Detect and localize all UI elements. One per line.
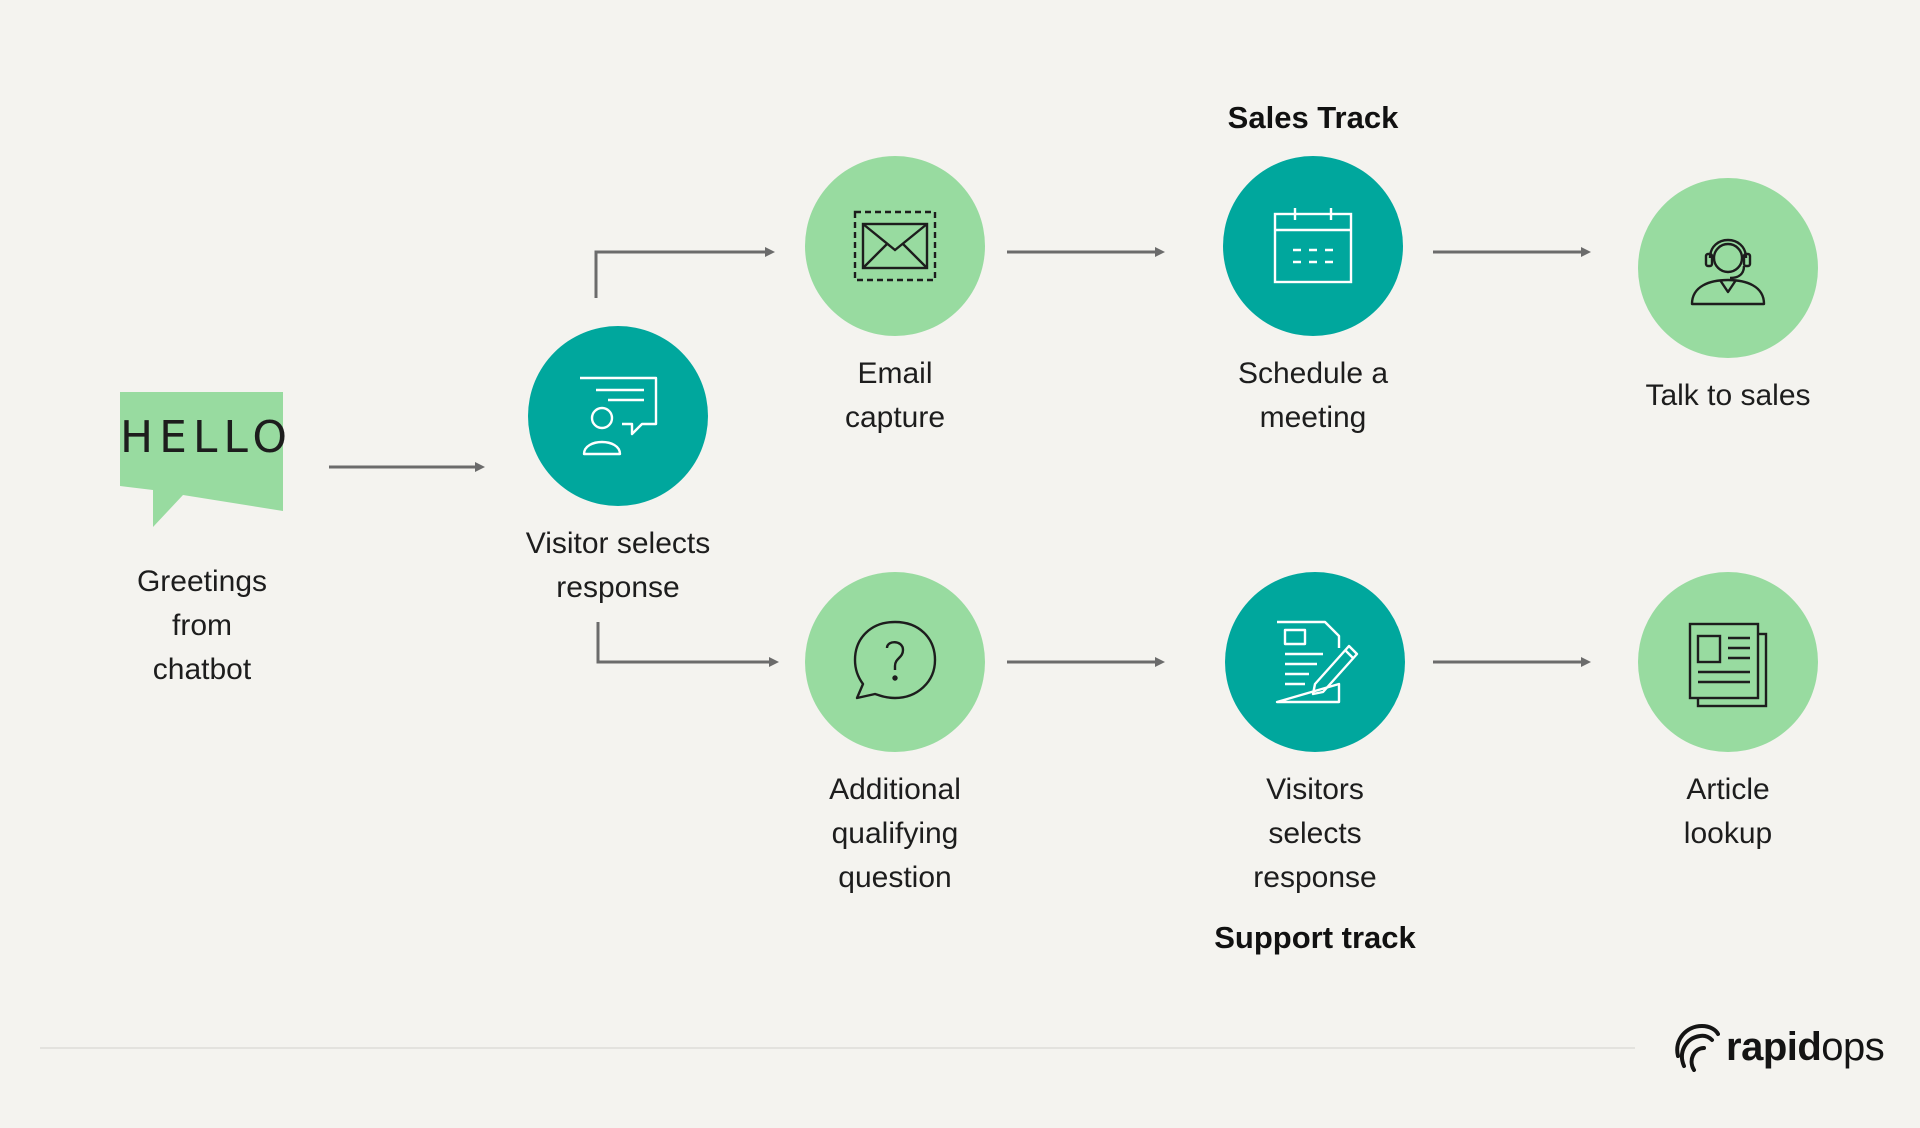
label-talk-to-sales: Talk to sales [1645,379,1811,412]
label-greetings: Greetings from chatbot [136,565,268,686]
envelope-icon [853,210,937,282]
label-qualifying-question: Additional qualifying question [829,773,961,894]
node-visitor-selects [528,326,708,506]
node-article-lookup [1638,572,1818,752]
node-visitors-selects-response [1225,572,1405,752]
visitor-chat-icon [580,376,658,456]
newspaper-icon [1688,622,1768,708]
form-edit-icon [1275,620,1359,704]
support-track-title: Support track [1214,920,1416,955]
rapidops-wordmark: rapidops [1726,1024,1885,1069]
label-schedule-meeting: Schedule a meeting [1237,357,1389,434]
label-visitor-selects: Visitor selects response [525,527,711,604]
rapidops-logo-icon [1675,1023,1720,1072]
label-email-capture: Email capture [844,357,946,434]
footer-divider [40,1047,1635,1049]
rapidops-logo: rapidops [1672,1020,1885,1074]
question-bubble-icon [853,620,937,700]
node-talk-to-sales [1638,178,1818,358]
arrow-hub-to-email [594,247,775,298]
calendar-icon [1273,208,1353,284]
hello-bubble-icon [120,392,283,527]
label-article-lookup: Article lookup [1683,773,1773,850]
hello-text: HELLO [120,412,293,463]
label-visitors-selects-response: Visitors selects response [1253,773,1377,894]
node-schedule-meeting [1223,156,1403,336]
sales-track-title: Sales Track [1227,100,1399,135]
node-qualifying-question [805,572,985,752]
sales-agent-icon [1690,238,1766,306]
arrow-hub-to-question [596,622,779,667]
node-email-capture [805,156,985,336]
